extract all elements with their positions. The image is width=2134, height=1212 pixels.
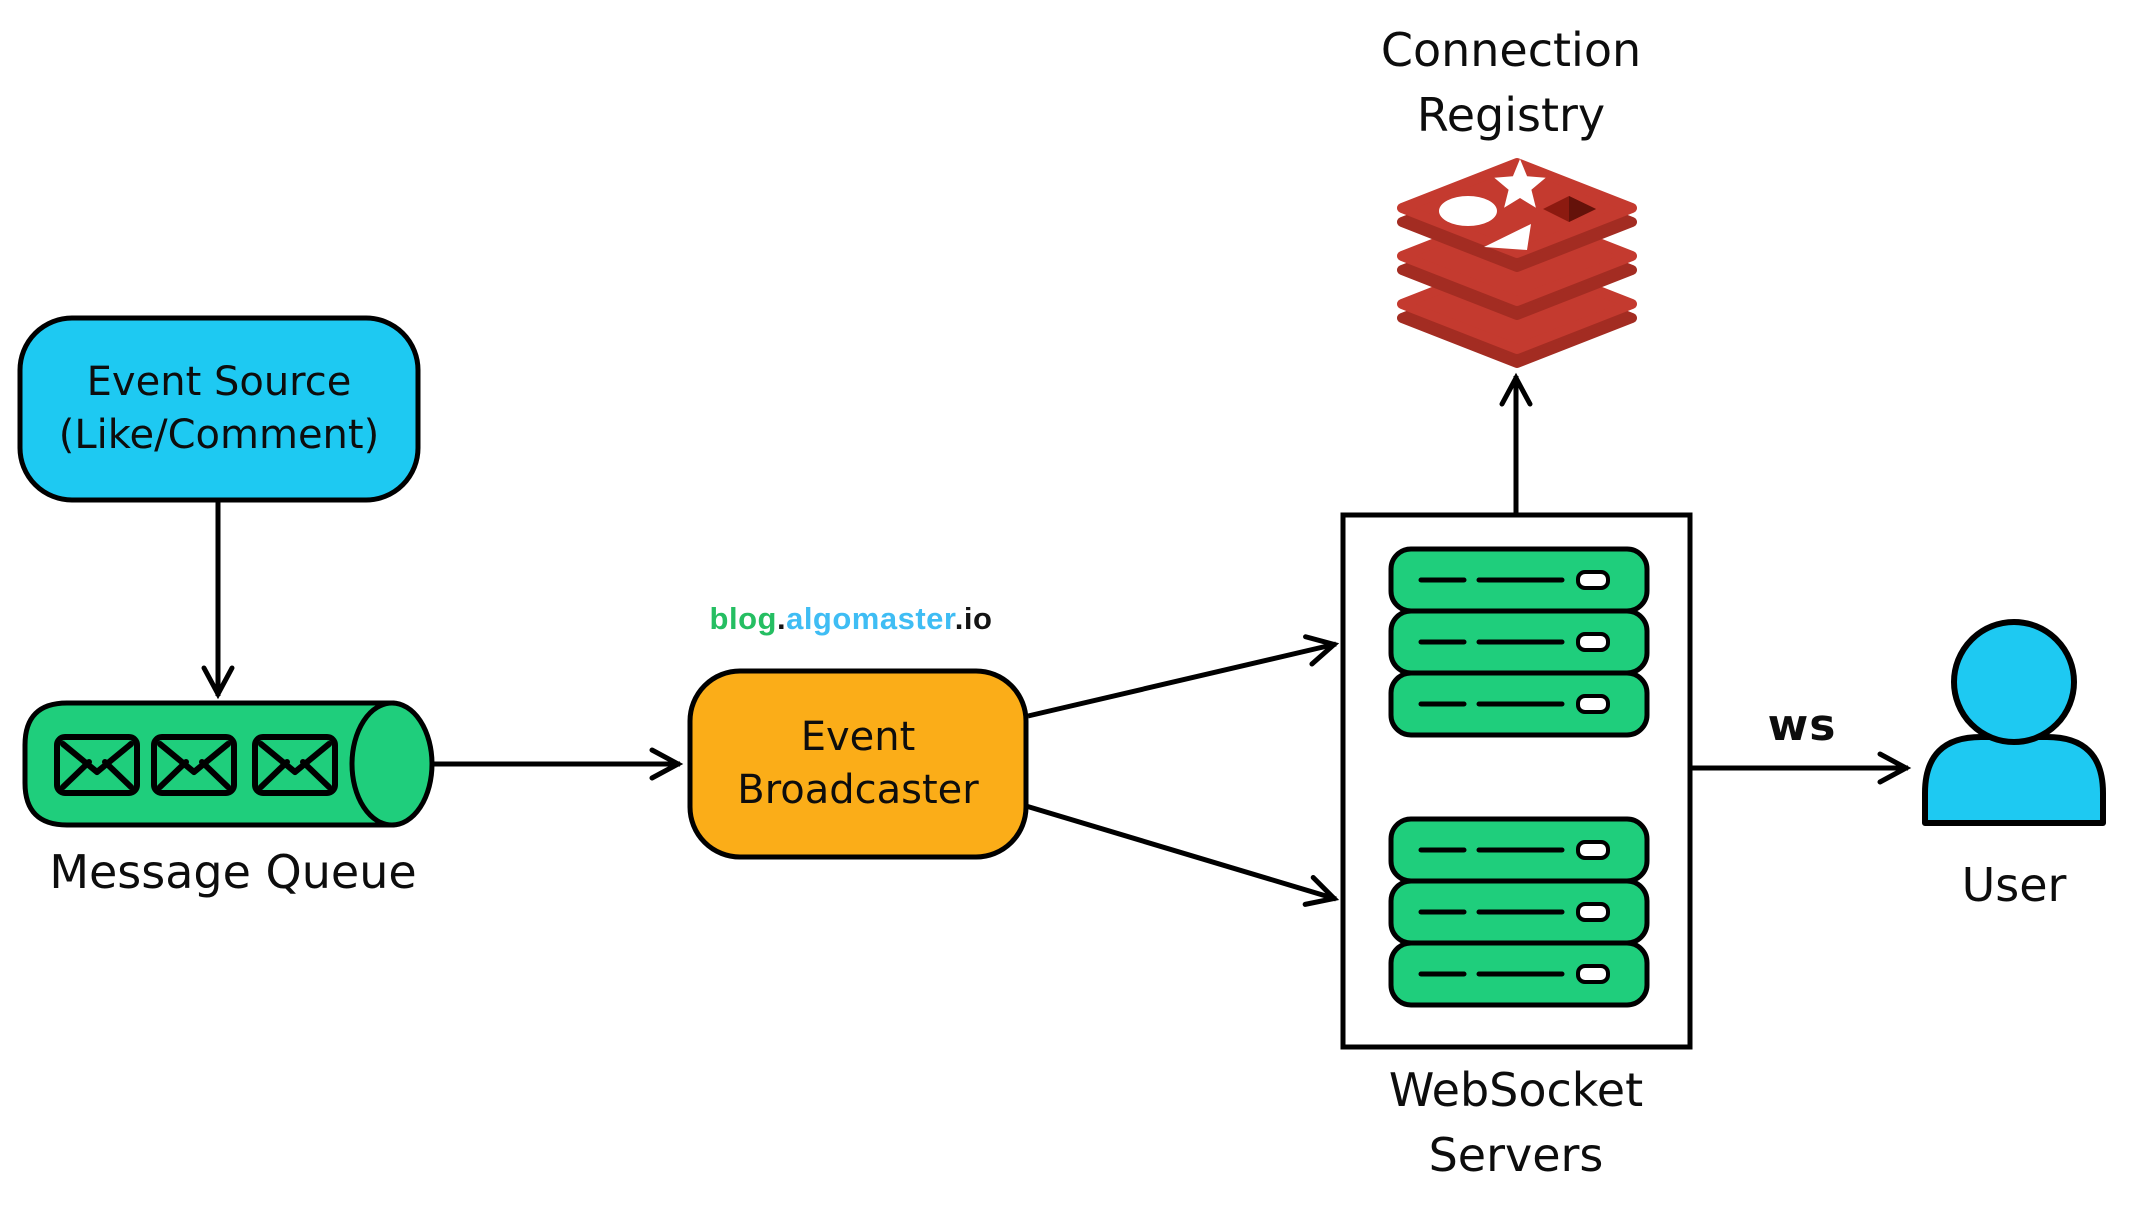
envelope-icon (54, 734, 140, 796)
watermark-dot1: . (776, 601, 787, 636)
connection-registry-line1: Connection (1380, 23, 1642, 77)
ws-edge-label: ws (1767, 700, 1837, 751)
event-source-node (17, 315, 421, 503)
event-broadcaster-line2: Broadcaster (737, 767, 979, 813)
message-queue-label: Message Queue (49, 845, 417, 899)
connection-registry-line2: Registry (1416, 88, 1606, 143)
envelope-icon (252, 734, 338, 796)
websocket-servers-line1: WebSocket (1388, 1063, 1644, 1117)
event-source-line1: Event Source (86, 359, 352, 406)
redis-database-icon (1397, 158, 1637, 368)
watermark-dot2: . (954, 601, 964, 636)
user-label: User (1961, 858, 2067, 912)
broadcaster-to-servers-arrow-bottom (1025, 803, 1340, 907)
watermark-algomaster: algomaster (786, 601, 955, 636)
watermark-io: io (963, 601, 993, 636)
envelope-icon (151, 734, 237, 796)
event-broadcaster-label: Event Broadcaster (690, 671, 1026, 857)
event-source-line2: (Like/Comment) (58, 412, 380, 458)
server-rack-icon (1388, 816, 1650, 1008)
server-rack-icon (1388, 546, 1650, 738)
websocket-servers-label: WebSocket Servers (1389, 1058, 1643, 1189)
watermark-blog: blog (709, 601, 777, 636)
watermark: blog.algomaster.io (710, 601, 993, 637)
event-source-label: Event Source (Like/Comment) (20, 318, 418, 500)
person-icon (1922, 619, 2106, 826)
broadcaster-to-servers-arrow-top (1027, 634, 1340, 719)
connection-registry-label: Connection Registry (1381, 18, 1641, 149)
message-queue-cylinder (22, 700, 435, 828)
event-broadcaster-node (687, 668, 1029, 860)
websocket-servers-line2: Servers (1428, 1128, 1604, 1183)
event-broadcaster-line1: Event (800, 714, 916, 761)
